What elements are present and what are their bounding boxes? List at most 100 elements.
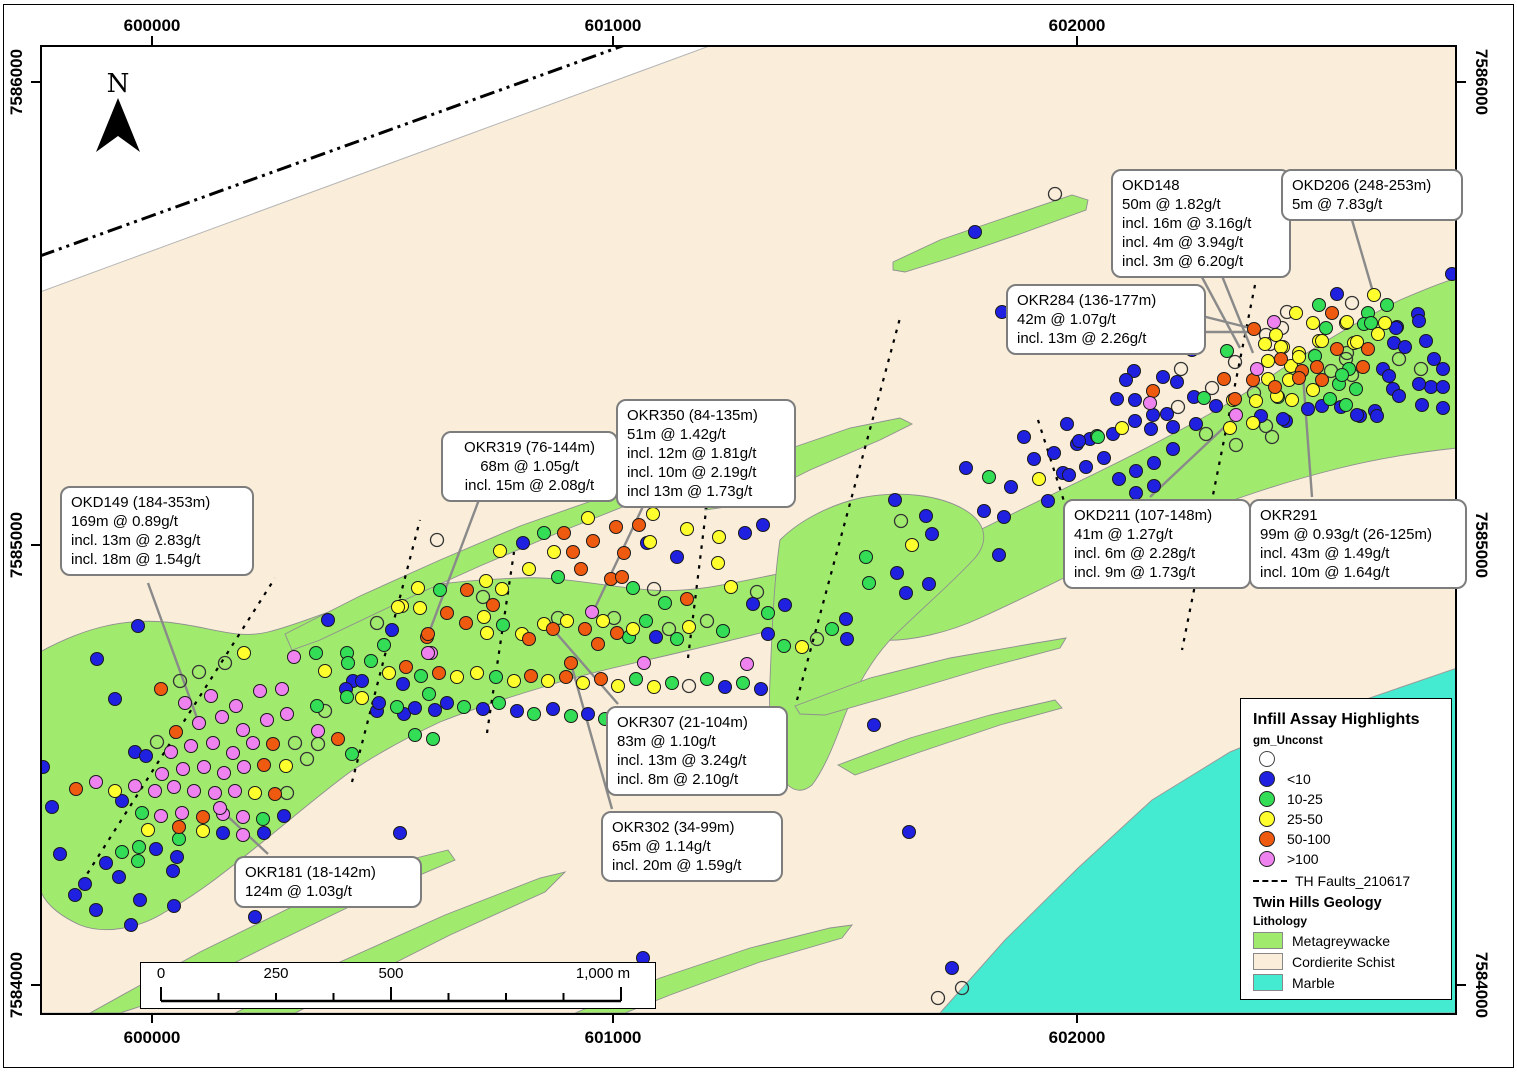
assay-dot-y [795,640,809,654]
assay-dot-g [426,732,440,746]
assay-dot-b [1424,380,1438,394]
assay-dot-b [925,527,939,541]
assay-dot-b [1276,412,1290,426]
assay-dot-y [905,538,919,552]
assay-dot-b [546,702,560,716]
assay-dot-p [236,723,250,737]
assay-dot-b [1398,340,1412,354]
assay-dot-y [560,614,574,628]
assay-dot-o [172,820,186,834]
callout-line: 5m @ 7.83g/t [1292,196,1383,213]
assay-dot-o [460,583,474,597]
assay-dot-g [564,709,578,723]
assay-dot-b [1166,420,1180,434]
assay-dot-b [1156,370,1170,384]
assay-dot-y [450,670,464,684]
assay-dot-y [382,666,396,680]
leader-line-okr302 [569,663,614,810]
assay-dot-y [470,666,484,680]
assay-dot-o [432,666,446,680]
assay-dot-o [1325,306,1339,320]
assay-dot-g [1339,398,1353,412]
leader-line-okr291 [1301,374,1314,498]
axis-tick [1457,81,1466,83]
assay-dot-b [89,903,103,917]
assay-dot-o [564,656,578,670]
callout-line: OKD211 (107-148m) [1074,507,1213,524]
assay-dot-b [746,597,760,611]
legend-grade-row: 50-100 [1259,829,1439,849]
assay-dot-y [547,545,561,559]
assay-dot-b [649,630,663,644]
assay-dot-h [1170,399,1186,415]
assay-dot-b [1160,407,1174,421]
assay-dot-g [1335,368,1349,382]
assay-dot-p [1229,408,1243,422]
assay-dot-o [1292,371,1306,385]
assay-dot-b [997,510,1011,524]
assay-dot-y [1306,316,1320,330]
assay-dot-y [712,530,726,544]
assay-dot-o [1268,380,1282,394]
assay-dot-g [1197,391,1211,405]
assay-dot-h [646,581,662,597]
assay-dot-b [99,856,113,870]
assay-dot-b [756,518,770,532]
assay-dot-p [155,767,169,781]
assay-dot-b [1445,267,1457,281]
assay-dot-g [390,700,404,714]
assay-dot-p [215,710,229,724]
assay-dot-h [1264,429,1280,445]
assay-dot-p [421,646,435,660]
assay-dot-p [280,707,294,721]
assay-dot-y [1274,340,1288,354]
fault-line [485,551,516,734]
assay-dot-b [1129,464,1143,478]
assay-dot-b [510,704,524,718]
assay-dot-b [166,864,180,878]
assay-dot-g [982,470,996,484]
assay-dot-g [309,646,323,660]
assay-dot-p [213,801,227,815]
assay-dot-b [754,682,768,696]
assay-dot-y [318,664,332,678]
assay-dot-b [902,825,916,839]
assay-dot-p [740,657,754,671]
assay-dot-b [1072,434,1086,448]
assay-dot-y [682,620,696,634]
assay-dot-y [1269,328,1283,342]
assay-dot-p [1250,362,1264,376]
legend-grade-label: 50-100 [1287,831,1331,847]
legend-subtitle: gm_Unconst [1253,735,1323,747]
assay-dot-g [1364,316,1378,330]
axis-label-left: 7585000 [7,511,26,579]
legend-lithology-row: Cordierite Schist [1253,951,1439,972]
assay-dot-h [681,678,697,694]
assay-dot-o [1247,322,1261,336]
callout-line: incl. 20m @ 1.59g/t [612,857,742,874]
assay-dot-b [428,703,442,717]
assay-dot-h [1413,361,1429,377]
assay-dot-p [1267,315,1281,329]
assay-dot-h [299,751,315,767]
assay-dot-g [825,622,839,636]
assay-dot-p [311,724,325,738]
assay-dot-b [968,225,982,239]
assay-dot-h [1198,426,1214,442]
assay-dot-b [78,877,92,891]
callout-line: 42m @ 1.07g/t [1017,311,1116,328]
assay-dot-y [391,600,405,614]
callout-line: 68m @ 1.05g/t [480,458,579,475]
assay-dot-b [1127,364,1141,378]
assay-dot-b [922,577,936,591]
assay-dot-h [217,655,233,671]
assay-dot-y [1032,472,1046,486]
assay-dot-b [90,652,104,666]
assay-dot-h [1173,361,1189,377]
assay-dot-y [541,674,555,688]
assay-dot-g [340,690,354,704]
